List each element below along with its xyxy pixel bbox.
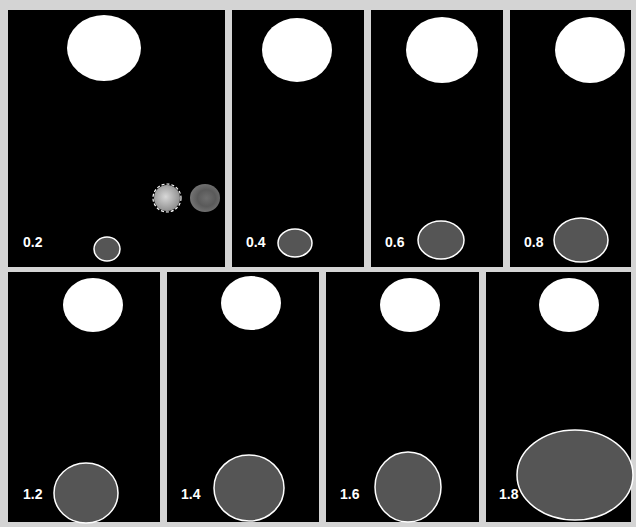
time-label: 0.6 bbox=[385, 234, 404, 250]
time-label: 1.2 bbox=[23, 486, 42, 502]
time-label: 1.8 bbox=[499, 486, 518, 502]
time-label: 1.4 bbox=[181, 486, 200, 502]
time-label: 1.6 bbox=[340, 486, 359, 502]
time-label: 0.4 bbox=[246, 234, 265, 250]
time-label: 0.2 bbox=[23, 234, 42, 250]
time-label: 0.8 bbox=[524, 234, 543, 250]
